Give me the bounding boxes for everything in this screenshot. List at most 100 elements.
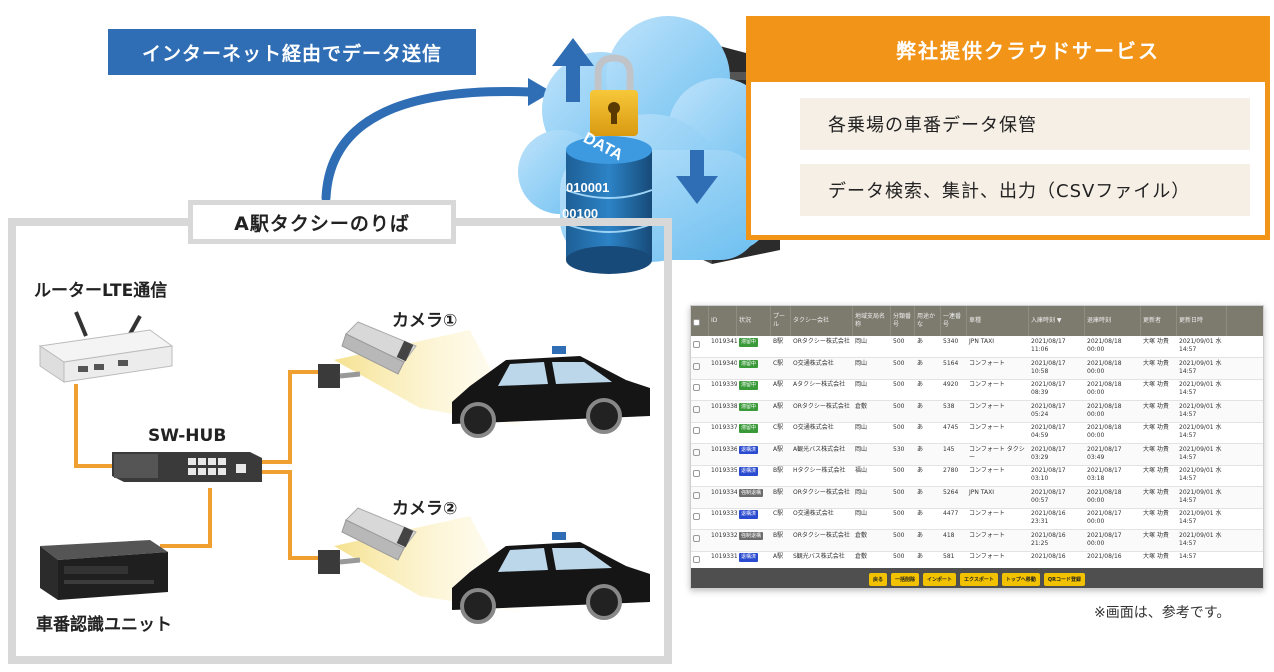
toolbar-button[interactable]: QRコード登録 [1043,572,1086,586]
table-cell: 2021/09/01 水 14:57 [1179,445,1222,461]
table-cell: 2021/08/16 [1031,553,1066,560]
router-icon [38,311,174,383]
table-cell: 2021/09/01 水 14:57 [1179,359,1222,375]
row-checkbox[interactable] [691,465,709,486]
table-cell: A駅 [773,445,784,453]
table-cell: ORタクシー株式会社 [793,488,850,496]
table-cell: 岡山 [855,338,868,345]
column-header[interactable]: 分類番号 [891,306,915,336]
toolbar-button[interactable]: トップへ移動 [1001,572,1040,586]
table-cell: 岡山 [855,381,868,388]
table-cell: 14:57 [1179,553,1197,560]
recognizer-label: 車番認識ユニット [36,615,172,635]
table-cell: 2021/09/01 水 14:57 [1179,510,1222,526]
toolbar-button[interactable]: インポート [923,572,957,586]
cloud-up-arrow-icon [552,38,594,102]
table-cell: B駅 [773,488,784,496]
table-cell: A観光バス株式会社 [793,445,846,453]
column-header[interactable]: 状況 [737,306,771,336]
table-cell: 1019333 [711,510,737,517]
table-cell: 2021/08/18 00:00 [1087,359,1122,375]
table-cell: 大塚 功貴 [1143,510,1169,517]
table-cell: 1019341 [711,338,737,345]
service-header: 弊社提供クラウドサービス [746,16,1270,82]
table-cell: 2021/08/17 03:18 [1087,467,1122,483]
table-cell: 530 [893,445,905,453]
row-checkbox[interactable] [691,358,709,379]
table-cell: 大塚 功貴 [1143,467,1169,474]
table-cell: JPN TAXI [969,338,994,345]
table-cell: 2021/08/16 [1087,553,1122,560]
table-cell: 2021/08/17 05:24 [1031,402,1066,418]
table-cell: 2021/08/17 08:39 [1031,381,1066,397]
column-header[interactable]: 用途かな [915,306,941,336]
table-cell: 大塚 功貴 [1143,338,1169,345]
table-cell: あ [917,381,924,388]
column-header[interactable]: プール [771,306,791,336]
table-cell: Aタクシー株式会社 [793,381,846,388]
row-checkbox[interactable] [691,336,709,357]
row-checkbox[interactable] [691,422,709,443]
status-badge: 滞留中 [739,359,759,369]
status-badge: 滞留中 [739,381,759,390]
column-header[interactable]: タクシー会社 [791,306,853,336]
table-cell: 倉敷 [855,553,868,560]
database-icon [565,136,653,274]
cloud-down-arrow-icon [676,150,718,204]
column-header[interactable]: 更新日時 [1177,306,1227,336]
toolbar-button[interactable]: エクスポート [960,572,998,586]
column-header[interactable]: 更新者 [1141,306,1177,336]
table-cell: 500 [893,381,905,388]
table-cell: 2021/09/01 水 14:57 [1179,338,1222,354]
table-cell: 2021/08/17 04:59 [1031,424,1066,440]
table-cell: 大塚 功貴 [1143,381,1169,388]
row-checkbox[interactable] [691,401,709,422]
table-cell: 岡山 [855,424,868,431]
row-checkbox[interactable] [691,379,709,400]
column-header[interactable]: 地域支局名称 [853,306,891,336]
row-checkbox[interactable] [691,444,709,465]
table-cell: 5164 [943,359,959,367]
table-cell: 1019339 [711,381,737,388]
db-bits-1: 010001 [566,180,609,195]
status-badge: 滞留中 [739,338,759,347]
row-checkbox[interactable] [691,487,709,508]
taxi-1-icon [452,346,650,438]
table-cell: 大塚 功貴 [1143,531,1169,539]
table-cell: 500 [893,531,905,539]
table-cell: JPN TAXI [969,488,994,496]
table-cell: 2021/09/01 水 14:57 [1179,467,1222,483]
row-checkbox[interactable] [691,508,709,529]
row-checkbox[interactable] [691,530,709,551]
table-cell: 2021/08/17 00:57 [1031,488,1066,504]
table-cell: 2021/09/01 水 14:57 [1179,424,1222,440]
row-checkbox[interactable] [691,551,709,572]
select-all-checkbox[interactable] [691,306,709,336]
table-cell: 1019331 [711,553,737,560]
table-cell: 2021/08/18 00:00 [1087,488,1122,504]
table-cell: コンフォート [969,402,1005,410]
column-header[interactable]: 車種 [967,306,1029,336]
table-cell: 500 [893,402,905,410]
table-cell: 2021/08/17 00:00 [1087,531,1122,547]
column-header[interactable]: 退庫時刻 [1085,306,1141,336]
table-cell: 1019336 [711,445,737,453]
table-cell: あ [917,424,924,431]
column-header[interactable]: ID [709,306,737,336]
toolbar-button[interactable]: 戻る [868,572,887,586]
table-cell: 500 [893,359,905,367]
column-header[interactable]: 入庫時刻 ▼ [1029,306,1085,336]
column-header[interactable]: 一連番号 [941,306,967,336]
toolbar-button[interactable]: 一括削除 [891,572,920,586]
table-cell: 1019332 [711,531,737,539]
